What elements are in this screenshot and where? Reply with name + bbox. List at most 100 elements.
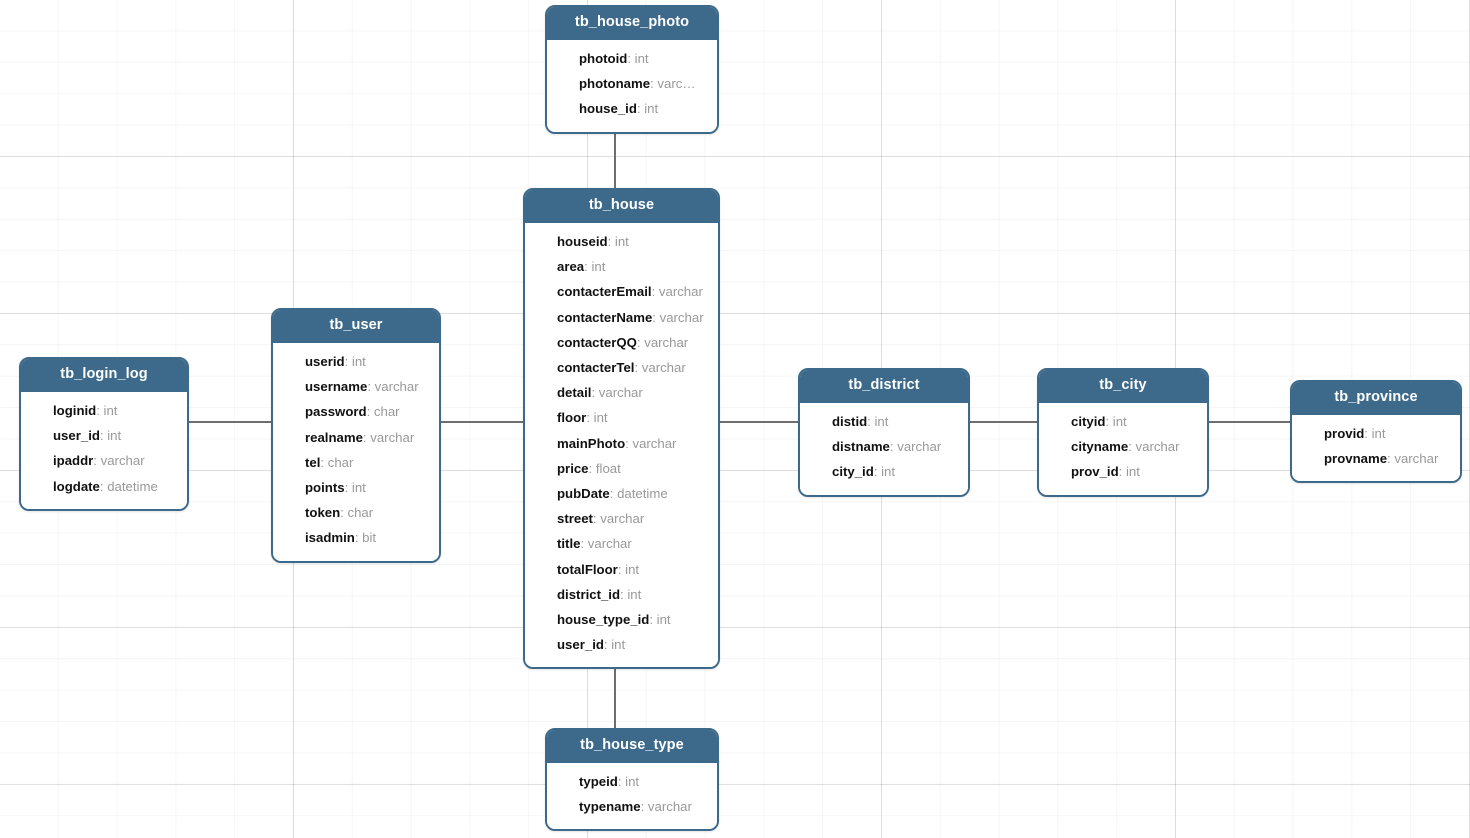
- field-row[interactable]: contacterTel: varchar: [525, 355, 718, 380]
- field-row[interactable]: typeid: int: [547, 769, 717, 794]
- field-separator: :: [867, 413, 875, 429]
- edge-house-photo-to-house[interactable]: [614, 133, 616, 189]
- field-type: char: [373, 404, 400, 420]
- entity-title-tb_login_log[interactable]: tb_login_log: [21, 359, 187, 392]
- field-row[interactable]: house_id: int: [547, 96, 717, 121]
- field-row[interactable]: realname: varchar: [273, 425, 439, 450]
- field-row[interactable]: photoname: varc…: [547, 71, 717, 96]
- entity-title-tb_house_type[interactable]: tb_house_type: [547, 730, 717, 763]
- field-type: int: [593, 410, 608, 426]
- field-row[interactable]: contacterQQ: varchar: [525, 330, 718, 355]
- field-row[interactable]: provid: int: [1292, 421, 1460, 446]
- field-row[interactable]: cityname: varchar: [1039, 434, 1207, 459]
- edge-city-to-province[interactable]: [1209, 421, 1291, 423]
- field-type: varchar: [587, 536, 632, 552]
- field-row[interactable]: street: varchar: [525, 506, 718, 531]
- field-name: cityid: [1071, 413, 1106, 429]
- field-separator: :: [591, 385, 599, 401]
- field-name: cityname: [1071, 439, 1129, 455]
- field-separator: :: [607, 233, 615, 249]
- field-row[interactable]: typename: varchar: [547, 794, 717, 819]
- field-type: int: [1125, 464, 1140, 480]
- entity-title-tb_district[interactable]: tb_district: [800, 370, 968, 403]
- field-type: bit: [362, 530, 377, 546]
- field-name: street: [557, 511, 593, 527]
- field-separator: :: [1364, 425, 1372, 441]
- field-row[interactable]: houseid: int: [525, 229, 718, 254]
- field-row[interactable]: distid: int: [800, 409, 968, 434]
- field-row[interactable]: user_id: int: [21, 423, 187, 448]
- field-row[interactable]: cityid: int: [1039, 409, 1207, 434]
- entity-title-tb_province[interactable]: tb_province: [1292, 382, 1460, 415]
- entity-title-tb_city[interactable]: tb_city: [1039, 370, 1207, 403]
- field-name: ipaddr: [53, 453, 94, 469]
- field-row[interactable]: floor: int: [525, 405, 718, 430]
- field-row[interactable]: photoid: int: [547, 46, 717, 71]
- field-row[interactable]: loginid: int: [21, 398, 187, 423]
- field-separator: :: [1105, 413, 1113, 429]
- field-name: points: [305, 479, 345, 495]
- field-row[interactable]: provname: varchar: [1292, 446, 1460, 471]
- field-row[interactable]: area: int: [525, 254, 718, 279]
- field-name: city_id: [832, 464, 874, 480]
- field-row[interactable]: district_id: int: [525, 582, 718, 607]
- field-separator: :: [652, 309, 660, 325]
- field-row[interactable]: distname: varchar: [800, 434, 968, 459]
- edge-user-to-house[interactable]: [441, 421, 524, 423]
- entity-title-tb_house_photo[interactable]: tb_house_photo: [547, 7, 717, 40]
- entity-title-tb_user[interactable]: tb_user: [273, 310, 439, 343]
- field-name: photoid: [579, 50, 628, 66]
- field-name: provid: [1324, 425, 1365, 441]
- field-separator: :: [873, 464, 882, 480]
- field-row[interactable]: prov_id: int: [1039, 459, 1207, 484]
- edge-house-to-house-type[interactable]: [614, 663, 616, 729]
- field-type: int: [627, 586, 642, 602]
- edge-login-log-to-user[interactable]: [189, 421, 272, 423]
- field-row[interactable]: detail: varchar: [525, 380, 718, 405]
- field-type: int: [591, 259, 606, 275]
- field-separator: :: [609, 485, 618, 501]
- field-row[interactable]: userid: int: [273, 349, 439, 374]
- field-row[interactable]: mainPhoto: varchar: [525, 431, 718, 456]
- field-name: contacterEmail: [557, 284, 652, 300]
- field-row[interactable]: city_id: int: [800, 459, 968, 484]
- field-row[interactable]: ipaddr: varchar: [21, 448, 187, 473]
- field-row[interactable]: username: varchar: [273, 374, 439, 399]
- field-row[interactable]: title: varchar: [525, 531, 718, 556]
- field-name: userid: [305, 353, 345, 369]
- field-type: int: [107, 428, 122, 444]
- field-row[interactable]: logdate: datetime: [21, 474, 187, 499]
- field-row[interactable]: contacterEmail: varchar: [525, 279, 718, 304]
- edge-house-to-district[interactable]: [720, 421, 799, 423]
- field-row[interactable]: isadmin: bit: [273, 525, 439, 550]
- field-name: contacterTel: [557, 359, 635, 375]
- field-row[interactable]: pubDate: datetime: [525, 481, 718, 506]
- entity-title-tb_house[interactable]: tb_house: [525, 190, 718, 223]
- edge-district-to-city[interactable]: [970, 421, 1038, 423]
- field-row[interactable]: contacterName: varchar: [525, 305, 718, 330]
- field-row[interactable]: tel: char: [273, 450, 439, 475]
- field-row[interactable]: user_id: int: [525, 632, 718, 657]
- field-row[interactable]: totalFloor: int: [525, 557, 718, 582]
- field-row[interactable]: password: char: [273, 399, 439, 424]
- field-name: token: [305, 505, 341, 521]
- field-name: username: [305, 379, 368, 395]
- field-type: float: [595, 460, 621, 476]
- field-separator: :: [344, 353, 352, 369]
- field-row[interactable]: price: float: [525, 456, 718, 481]
- field-row[interactable]: points: int: [273, 475, 439, 500]
- field-row[interactable]: token: char: [273, 500, 439, 525]
- field-row[interactable]: house_type_id: int: [525, 607, 718, 632]
